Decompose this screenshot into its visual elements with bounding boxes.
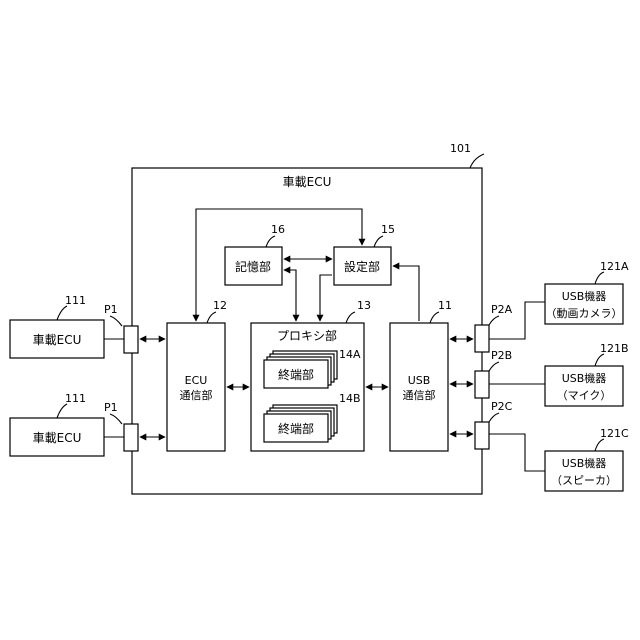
usb-device-speaker-line1: USB機器 (562, 456, 607, 470)
usb-device-camera-ref-leader (595, 272, 604, 284)
terminal-b-label: 終端部 (278, 421, 314, 436)
usb-device-mic-line1: USB機器 (562, 371, 607, 385)
port-p1-top (124, 326, 138, 353)
usb-device-mic-ref: 121B (600, 342, 629, 355)
external-ecu-1-label: 車載ECU (33, 333, 82, 347)
port-p1-top-leader (110, 316, 122, 326)
ecu-comm-ref: 12 (213, 299, 227, 312)
ecu-comm-label-line2: 通信部 (180, 388, 213, 402)
usb-comm-unit (390, 323, 448, 451)
usb-device-speaker-ref: 121C (600, 427, 629, 440)
proxy-unit-ref: 13 (357, 299, 371, 312)
port-p2c (475, 422, 489, 449)
terminal-a-ref: 14A (339, 348, 361, 361)
vehicle-ecu-title: 車載ECU (283, 175, 332, 189)
vehicle-ecu-ref: 101 (450, 142, 471, 155)
external-ecu-1-ref: 111 (65, 294, 86, 307)
ecu-comm-unit (167, 323, 225, 451)
port-p2a-label: P2A (491, 303, 513, 316)
port-p1-bottom (124, 424, 138, 451)
port-p1-top-label: P1 (104, 303, 118, 316)
setting-unit-label: 設定部 (344, 259, 380, 274)
usb-device-camera-line1: USB機器 (562, 289, 607, 303)
usb-device-speaker-line2: （スピーカ） (551, 474, 617, 487)
external-ecu-2-ref-leader (57, 404, 67, 418)
ecu-ref-leader (470, 154, 484, 168)
p2c-device-wire (489, 434, 545, 471)
usb-device-mic-ref-leader (595, 354, 604, 366)
usb-comm-ref: 11 (438, 299, 452, 312)
port-p2a-leader (489, 316, 499, 325)
memory-unit-label: 記憶部 (235, 259, 271, 274)
port-p2c-label: P2C (491, 400, 513, 413)
port-p2a (475, 325, 489, 352)
external-ecu-2-label: 車載ECU (33, 431, 82, 445)
usb-comm-label-line2: 通信部 (403, 388, 436, 402)
port-p2b-leader (489, 362, 499, 371)
usb-device-camera-ref: 121A (600, 260, 629, 273)
setting-unit-ref: 15 (381, 223, 395, 236)
port-p1-bottom-label: P1 (104, 401, 118, 414)
terminal-a-label: 終端部 (278, 367, 314, 382)
ecu-comm-label-line1: ECU (185, 374, 208, 387)
usb-comm-label-line1: USB (408, 374, 431, 387)
proxy-unit-label: プロキシ部 (277, 328, 337, 343)
port-p2b (475, 371, 489, 398)
memory-unit-ref: 16 (271, 223, 285, 236)
usb-device-camera-line2: （動画カメラ） (546, 306, 623, 320)
terminal-b-ref: 14B (339, 392, 361, 405)
usb-device-speaker-ref-leader (595, 439, 604, 451)
external-ecu-2-ref: 111 (65, 392, 86, 405)
external-ecu-1-ref-leader (57, 306, 67, 320)
usb-device-mic-line2: （マイク） (557, 389, 612, 402)
port-p1-bottom-leader (110, 414, 122, 424)
port-p2c-leader (489, 413, 499, 422)
port-p2b-label: P2B (491, 349, 512, 362)
